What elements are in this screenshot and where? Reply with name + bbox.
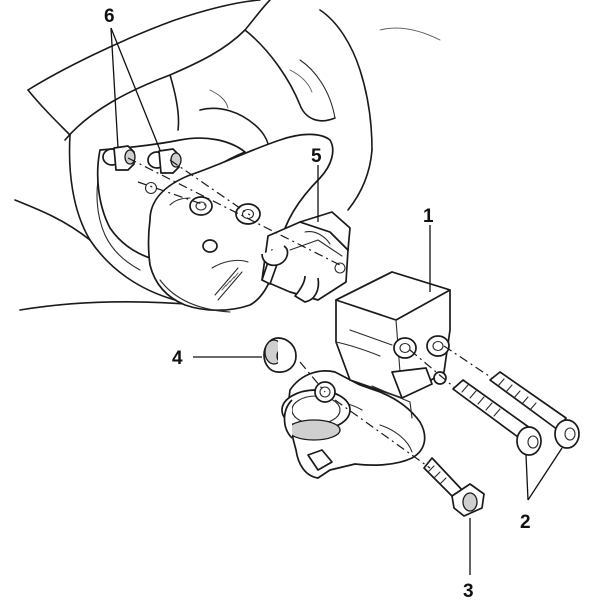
mounting-plate [147,133,334,313]
callout-6: 6 [104,6,115,27]
long-bolt-2-upper [489,371,580,449]
short-bolt-3 [423,457,485,517]
chassis-outline [14,0,441,311]
callout-4: 4 [172,348,183,369]
engine-mount-1 [281,271,451,479]
bushing-4 [263,337,297,373]
buffer-bracket-5 [261,211,351,303]
leader-lines [110,27,563,575]
callout-3: 3 [463,581,474,601]
nut-6-left [102,145,136,171]
callout-5: 5 [311,146,322,167]
long-bolt-2-lower [452,379,542,456]
assembly-axis-lines [127,157,493,469]
callout-2: 2 [520,512,531,533]
callout-1: 1 [423,206,434,227]
nut-6-right [147,148,182,174]
